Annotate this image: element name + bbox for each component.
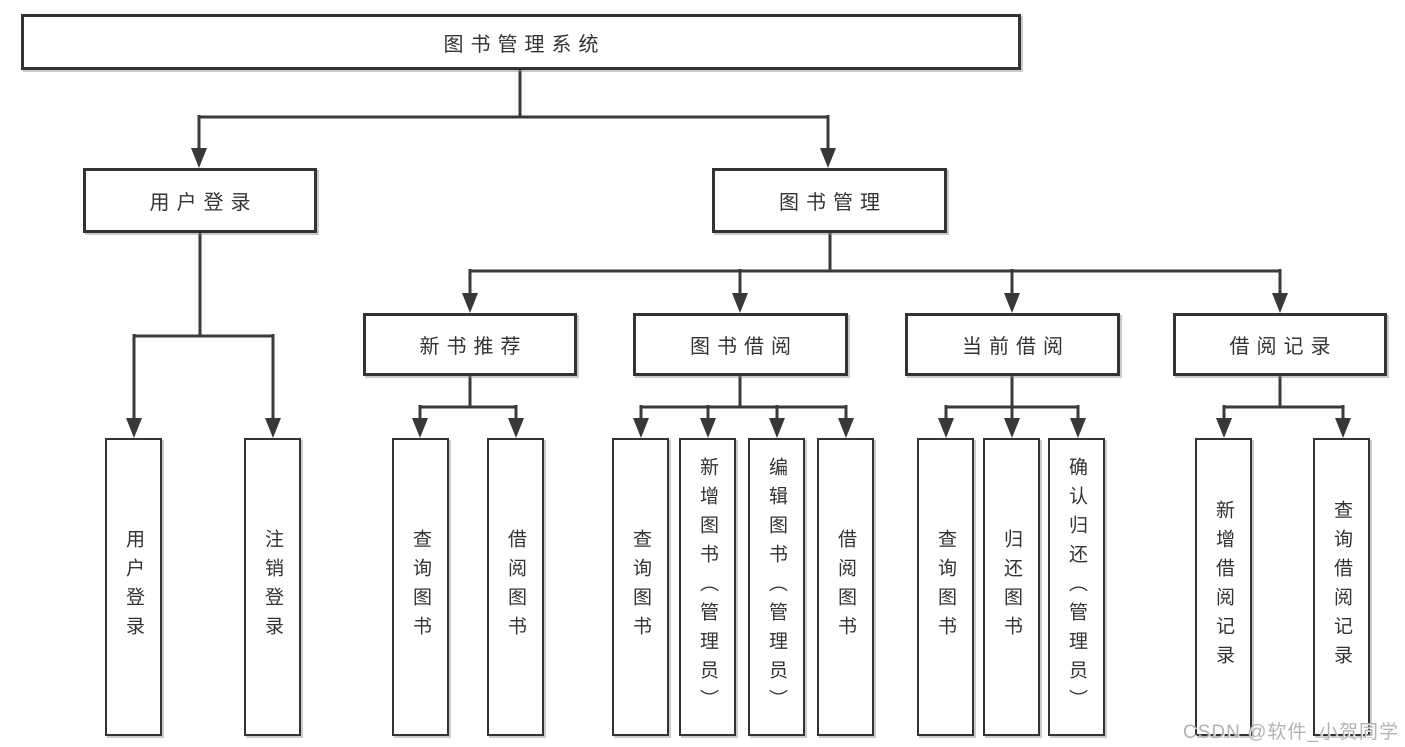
leaf-borrow-books: 借阅图书 bbox=[817, 438, 874, 736]
arrow-down-icon bbox=[1004, 418, 1020, 438]
leaf-user-login: 用户登录 bbox=[105, 438, 162, 736]
leaf-add-books-admin: 新增图书（管理员） bbox=[679, 438, 736, 736]
arrow-down-icon bbox=[732, 293, 748, 313]
leaf-borrow-books-recommend: 借阅图书 bbox=[487, 438, 544, 736]
leaf-query-borrow-record: 查询借阅记录 bbox=[1313, 438, 1370, 736]
node-current-borrow: 当前借阅 bbox=[905, 313, 1120, 376]
arrow-down-icon bbox=[820, 148, 836, 168]
leaf-query-books-recommend: 查询图书 bbox=[392, 438, 449, 736]
arrow-down-icon bbox=[1004, 293, 1020, 313]
connector-root-to-level2 bbox=[197, 70, 830, 150]
watermark: CSDN @软件_小贺同学 bbox=[1183, 722, 1399, 743]
connector-current-to-children bbox=[944, 376, 1080, 422]
arrow-down-icon bbox=[1335, 418, 1351, 438]
arrow-down-icon bbox=[126, 418, 142, 438]
connector-userlogin-to-children bbox=[132, 233, 275, 420]
arrow-down-icon bbox=[462, 293, 478, 313]
leaf-confirm-return-admin: 确认归还（管理员） bbox=[1048, 438, 1105, 736]
leaf-add-borrow-record: 新增借阅记录 bbox=[1195, 438, 1252, 736]
leaf-edit-books-admin: 编辑图书（管理员） bbox=[748, 438, 805, 736]
arrow-down-icon bbox=[769, 418, 785, 438]
connector-records-to-children bbox=[1222, 376, 1345, 422]
arrow-down-icon bbox=[838, 418, 854, 438]
node-book-management: 图书管理 bbox=[712, 168, 947, 233]
node-new-book-recommend: 新书推荐 bbox=[363, 313, 577, 376]
node-user-login: 用户登录 bbox=[83, 168, 317, 233]
arrow-down-icon bbox=[412, 418, 428, 438]
arrow-down-icon bbox=[938, 418, 954, 438]
node-book-borrow: 图书借阅 bbox=[633, 313, 848, 376]
arrow-down-icon bbox=[1070, 418, 1086, 438]
arrow-down-icon bbox=[633, 418, 649, 438]
connector-bookmgmt-to-level3 bbox=[468, 233, 1282, 296]
leaf-query-books-current: 查询图书 bbox=[917, 438, 974, 736]
node-borrow-records: 借阅记录 bbox=[1173, 313, 1387, 376]
arrow-down-icon bbox=[1216, 418, 1232, 438]
leaf-logout: 注销登录 bbox=[244, 438, 301, 736]
arrow-down-icon bbox=[265, 418, 281, 438]
node-root-library-system: 图书管理系统 bbox=[21, 14, 1021, 70]
leaf-return-books: 归还图书 bbox=[983, 438, 1040, 736]
connector-newbooks-to-children bbox=[418, 376, 518, 422]
leaf-query-books-borrow: 查询图书 bbox=[612, 438, 669, 736]
arrow-down-icon bbox=[1272, 293, 1288, 313]
arrow-down-icon bbox=[700, 418, 716, 438]
connector-borrow-to-children bbox=[639, 376, 848, 422]
arrow-down-icon bbox=[508, 418, 524, 438]
arrow-down-icon bbox=[191, 148, 207, 168]
